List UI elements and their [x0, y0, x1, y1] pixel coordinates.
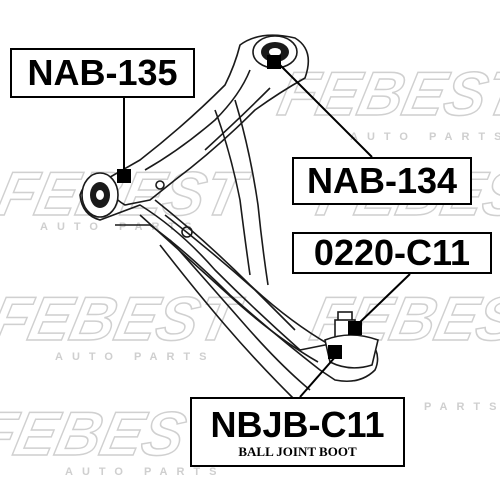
part-number: NBJB-C11: [210, 404, 385, 445]
part-number: 0220-C11: [313, 232, 471, 273]
control-arm-drawing: [79, 34, 379, 406]
marker-0220-c11: [348, 321, 362, 335]
leader-nab-134: [274, 59, 373, 158]
part-label-0220-c11: 0220-C11: [292, 232, 492, 274]
watermark-sub: AUTO PARTS: [55, 351, 216, 363]
watermark-sub: AUTO PARTS: [350, 131, 500, 143]
leader-lines: [117, 55, 411, 398]
marker-nab-134: [267, 55, 281, 69]
watermark-brand: FEBEST: [0, 285, 249, 354]
watermark-sub: AUTO PARTS: [40, 221, 201, 233]
bushing-nab-135: [81, 172, 119, 218]
watermark-sub: AUTO PARTS: [65, 466, 226, 478]
part-label-nbjb-c11: NBJB-C11 BALL JOINT BOOT: [190, 397, 405, 467]
marker-nbjb-c11: [328, 345, 342, 359]
part-label-nab-134: NAB-134: [292, 157, 472, 205]
leader-0220-c11: [355, 273, 411, 327]
leader-nbjb-c11: [299, 355, 337, 398]
part-label-nab-135: NAB-135: [10, 48, 195, 98]
part-number: NAB-134: [306, 160, 458, 201]
marker-nab-135: [117, 169, 131, 183]
part-description: BALL JOINT BOOT: [238, 444, 357, 459]
part-number: NAB-135: [27, 52, 178, 93]
